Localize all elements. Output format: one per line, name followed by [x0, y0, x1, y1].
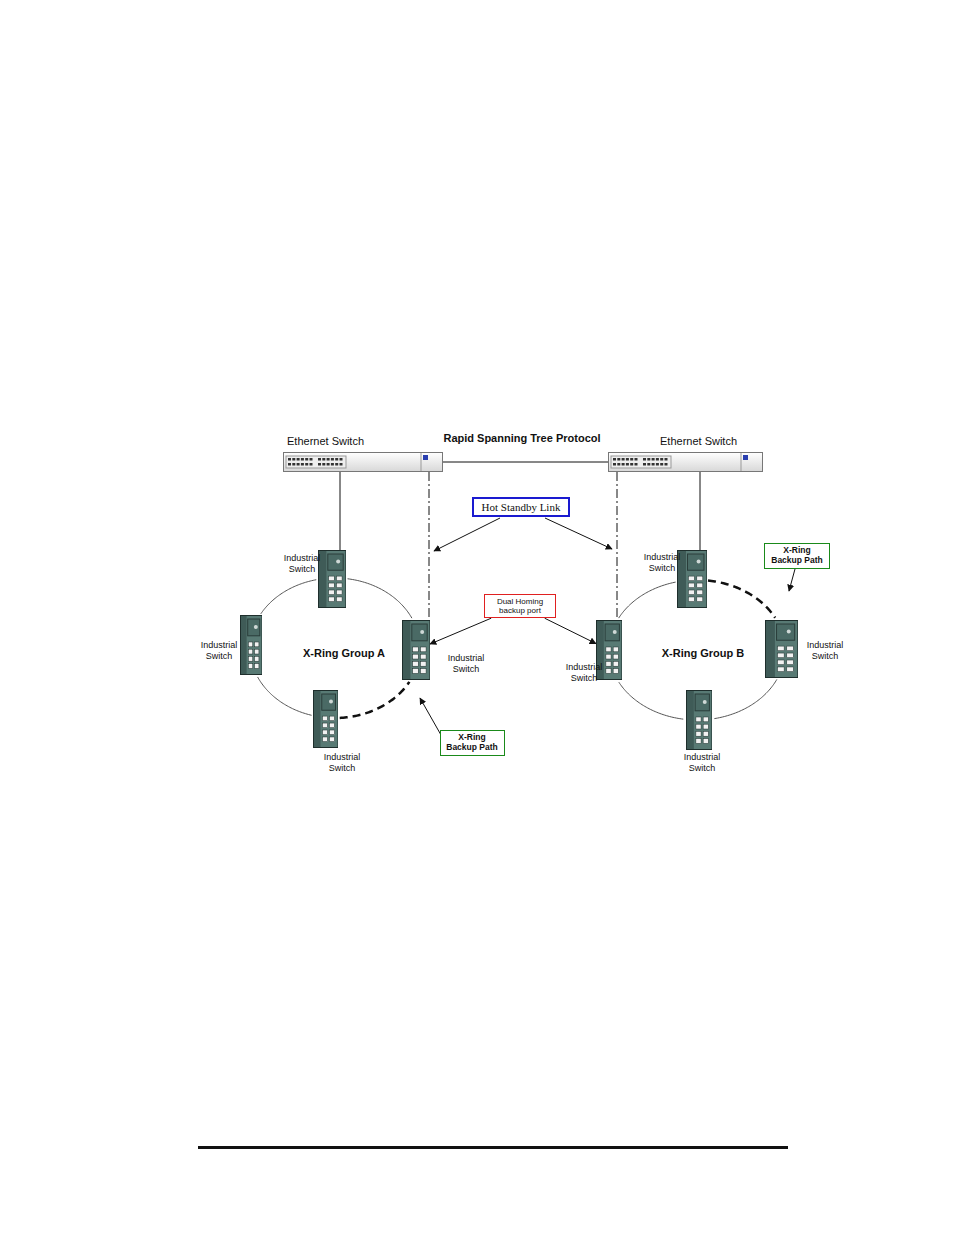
- group-label: X-Ring Group A: [303, 647, 385, 659]
- callout-box: Dual Homing backup port: [484, 594, 556, 618]
- ring-link: [258, 677, 312, 715]
- network-link: [545, 618, 596, 643]
- industrial-switch: Industrial Switch: [596, 620, 622, 680]
- group-label: X-Ring Group B: [662, 647, 745, 659]
- switch-label: Industrial Switch: [318, 752, 366, 774]
- industrial-switch: Industrial Switch: [765, 620, 798, 678]
- callout-box: Hot Standby Link: [472, 497, 570, 518]
- switch-label: Industrial Switch: [195, 640, 243, 662]
- callout-text: X-Ring Backup Path: [769, 546, 825, 566]
- callout-box: X-Ring Backup Path: [764, 543, 830, 569]
- leader-arrow: [789, 569, 795, 591]
- switch-label: Industrial Switch: [278, 553, 326, 575]
- leader-arrow: [545, 518, 612, 549]
- switch-label: Industrial Switch: [638, 552, 686, 574]
- callout-box: X-Ring Backup Path: [440, 730, 505, 756]
- footer-rule: [198, 1146, 788, 1149]
- ring-link: [619, 582, 676, 618]
- callout-text: Dual Homing backup port: [489, 597, 551, 615]
- network-link: [443, 462, 608, 463]
- ethernet-switch: Ethernet Switch: [608, 452, 763, 472]
- network-link: [340, 472, 341, 550]
- industrial-switch: Industrial Switch: [240, 615, 262, 675]
- industrial-switch: Industrial Switch: [677, 550, 707, 608]
- switch-label: Industrial Switch: [560, 662, 608, 684]
- switch-label: Industrial Switch: [801, 640, 849, 662]
- industrial-switch: Industrial Switch: [686, 690, 712, 750]
- switch-chassis: [283, 452, 443, 472]
- standby-link: [429, 472, 430, 620]
- switch-device: [686, 690, 712, 750]
- ring-link: [619, 682, 683, 719]
- switch-label: Industrial Switch: [442, 653, 490, 675]
- backup-path: [708, 581, 775, 618]
- ring-link: [261, 580, 316, 614]
- switch-device: [765, 620, 798, 678]
- standby-link: [617, 472, 618, 620]
- network-link: [430, 618, 491, 644]
- switch-device: [313, 690, 338, 748]
- ring-link: [348, 579, 412, 618]
- backup-path: [340, 682, 410, 718]
- callout-arrows: [420, 518, 795, 735]
- ethernet-switch: Ethernet Switch: [283, 452, 443, 472]
- industrial-switch: Industrial Switch: [313, 690, 338, 748]
- switch-label: Ethernet Switch: [287, 435, 364, 447]
- switch-device: [402, 620, 430, 680]
- diagram-title: Rapid Spanning Tree Protocol: [443, 432, 600, 444]
- switch-device: [318, 550, 346, 608]
- leader-arrow: [420, 698, 441, 735]
- switch-device: [677, 550, 707, 608]
- industrial-switch: Industrial Switch: [318, 550, 346, 608]
- callout-text: Hot Standby Link: [478, 501, 564, 514]
- switch-label: Industrial Switch: [678, 752, 726, 774]
- industrial-switch: Industrial Switch: [402, 620, 430, 680]
- switch-chassis: [608, 452, 763, 472]
- callout-text: X-Ring Backup Path: [445, 733, 500, 753]
- ring-link: [714, 679, 776, 718]
- network-link: [700, 472, 701, 550]
- leader-arrow: [434, 518, 500, 551]
- switch-label: Ethernet Switch: [660, 435, 737, 447]
- edge-layer: [258, 462, 777, 719]
- switch-device: [240, 615, 262, 675]
